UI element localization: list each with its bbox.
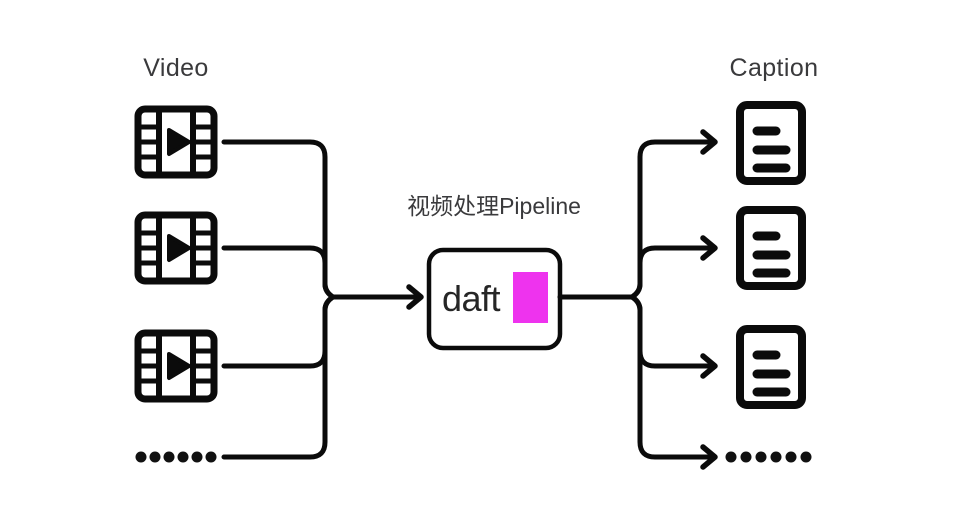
daft-accent-swatch xyxy=(513,272,548,323)
video-icon-2[interactable] xyxy=(134,211,218,285)
edge-bus-to-captionmore xyxy=(629,294,716,460)
arrowhead-into-daft xyxy=(406,284,424,310)
film-frame-outline xyxy=(134,105,218,179)
arrowhead-to-caption3 xyxy=(700,353,718,379)
play-triangle-icon xyxy=(167,128,191,156)
arrowhead-to-caption1 xyxy=(700,129,718,155)
caption-column-header: Caption xyxy=(730,54,819,82)
caption-icon-2[interactable] xyxy=(736,206,806,290)
video-icon-1[interactable] xyxy=(134,105,218,179)
arrowhead-to-captionmore xyxy=(700,444,718,470)
daft-box-label: daft xyxy=(442,278,501,319)
ellipsis-dot xyxy=(770,451,782,463)
caption-icon-1[interactable] xyxy=(736,101,806,185)
daft-process-box[interactable]: daft xyxy=(426,247,563,351)
document-outline xyxy=(736,101,806,185)
ellipsis-dot xyxy=(800,451,812,463)
ellipsis-dot xyxy=(755,451,767,463)
caption-icon-3[interactable] xyxy=(736,325,806,409)
film-frame-outline xyxy=(134,211,218,285)
video-icon-3[interactable] xyxy=(134,329,218,403)
ellipsis-dot xyxy=(177,451,189,463)
play-triangle-icon xyxy=(167,352,191,380)
edge-bus-to-caption2 xyxy=(629,245,716,300)
output-fanout-wiring xyxy=(557,129,718,470)
video-ellipsis xyxy=(135,451,217,463)
caption-ellipsis xyxy=(725,451,812,463)
arrowhead-to-caption2 xyxy=(700,235,718,261)
edge-videomore-to-bus xyxy=(221,294,336,460)
ellipsis-dot xyxy=(725,451,737,463)
edge-video2-to-bus xyxy=(221,245,336,300)
ellipsis-dot xyxy=(205,451,217,463)
pipeline-title: 视频处理Pipeline xyxy=(407,193,581,219)
document-outline xyxy=(736,325,806,409)
video-column-header: Video xyxy=(143,54,209,82)
ellipsis-dot xyxy=(163,451,175,463)
ellipsis-dot xyxy=(191,451,203,463)
film-frame-outline xyxy=(134,329,218,403)
document-outline xyxy=(736,206,806,290)
ellipsis-dot xyxy=(149,451,161,463)
play-triangle-icon xyxy=(167,234,191,262)
ellipsis-dot xyxy=(135,451,147,463)
input-merge-wiring xyxy=(221,139,424,460)
ellipsis-dot xyxy=(785,451,797,463)
ellipsis-dot xyxy=(740,451,752,463)
